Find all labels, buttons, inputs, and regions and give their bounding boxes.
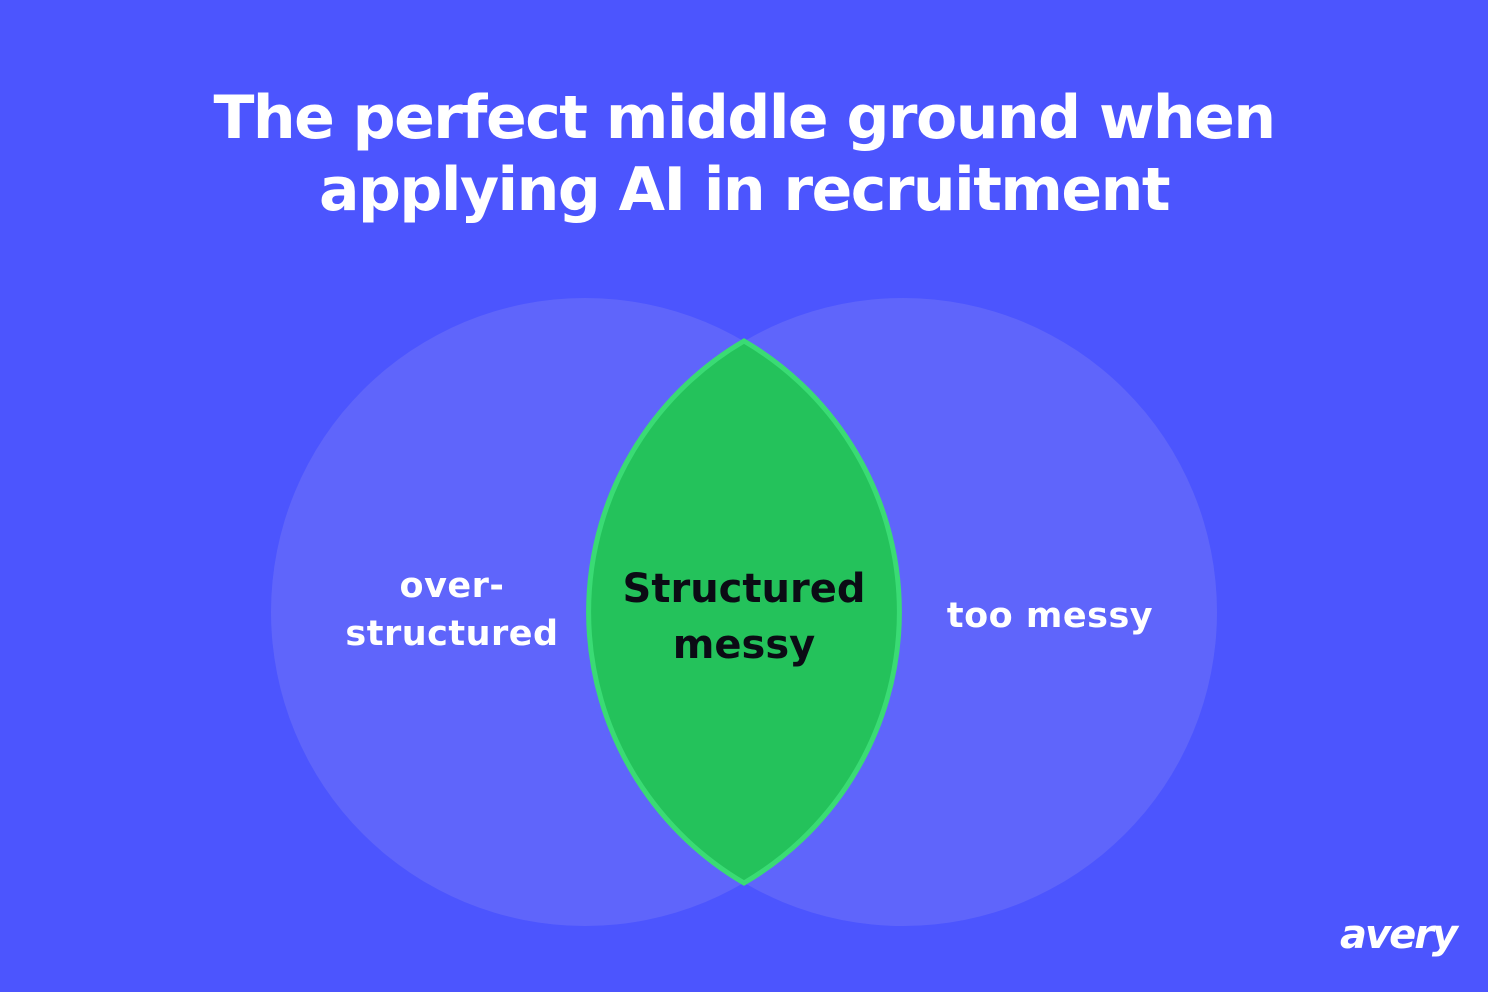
title-line-2: applying AI in recruitment	[318, 155, 1171, 225]
avery-logo: avery	[1340, 912, 1458, 958]
intersection-label-line-1: Structured	[622, 566, 866, 612]
left-set-label-line-2: structured	[345, 614, 559, 654]
left-set-label: over- structured	[322, 562, 582, 658]
right-set-label-line-1: too messy	[946, 596, 1154, 636]
intersection-label: Structured messy	[604, 561, 884, 673]
intersection-label-line-2: messy	[672, 622, 816, 668]
intersection-region	[589, 298, 899, 926]
right-set-label: too messy	[920, 592, 1180, 640]
left-set-label-line-1: over-	[399, 566, 505, 606]
intersection-outline	[586, 338, 902, 886]
title-line-1: The perfect middle ground when	[213, 83, 1276, 153]
page-title: The perfect middle ground when applying …	[0, 82, 1488, 226]
